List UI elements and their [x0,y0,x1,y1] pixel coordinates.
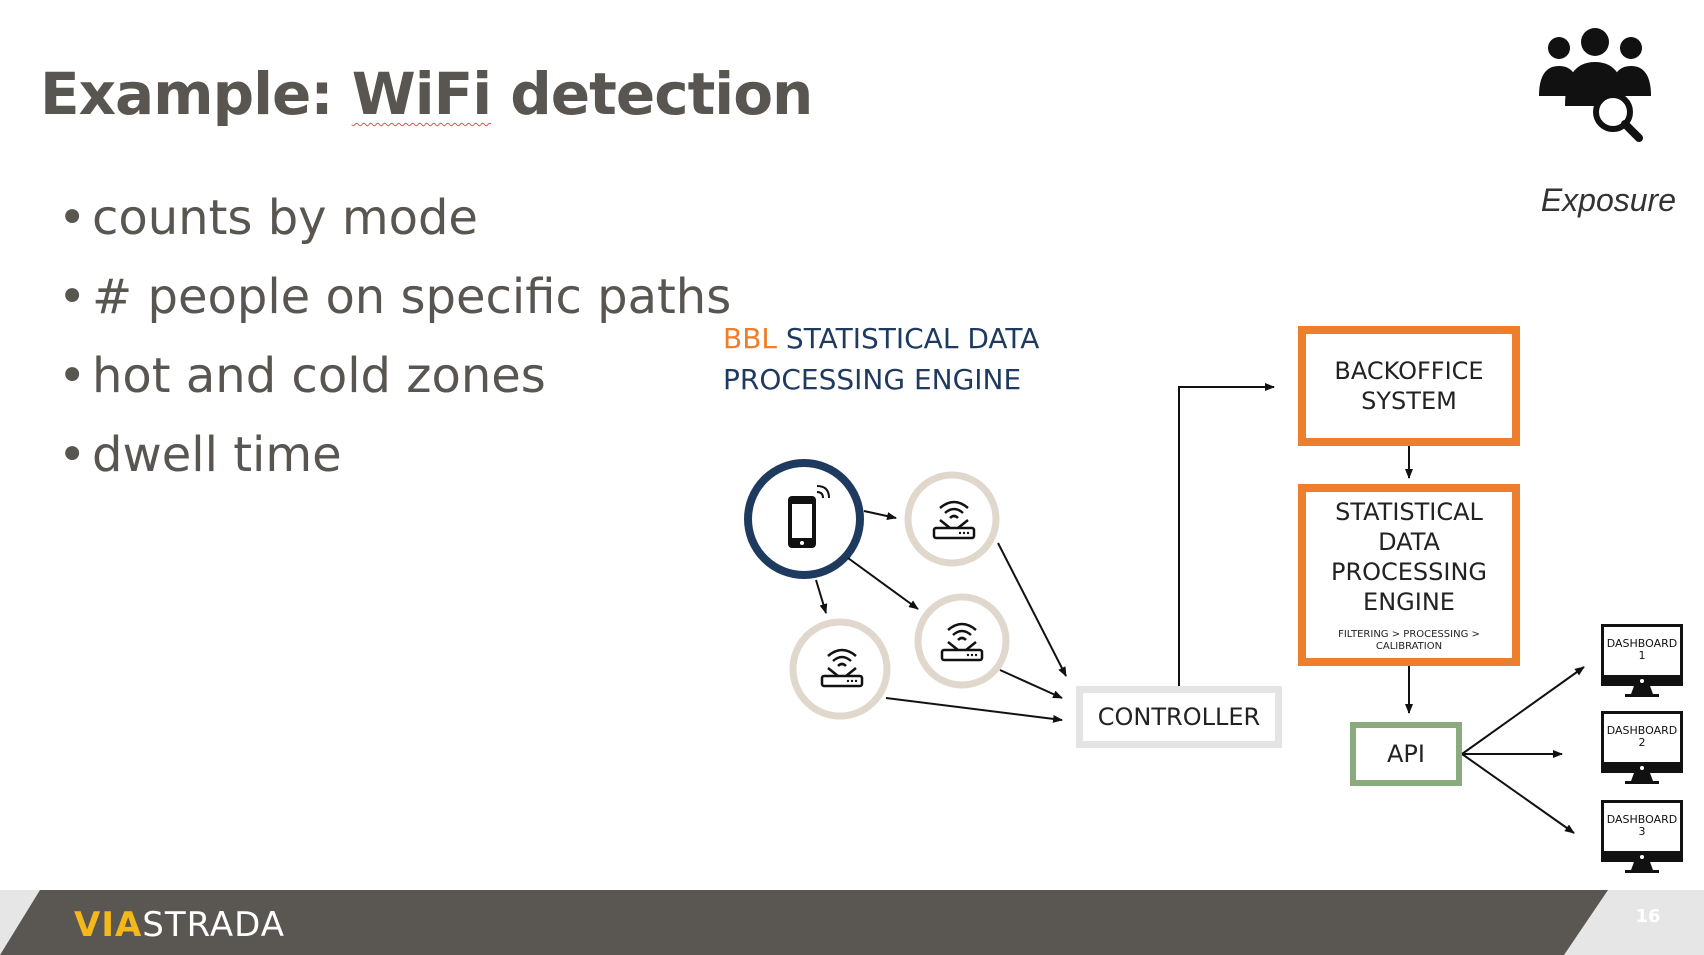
title-suffix: detection [491,60,813,128]
arrow-ap2-controller [999,669,1063,699]
controller-box: CONTROLLER [1076,686,1282,748]
arrow-phone-ap2 [847,557,919,610]
access-point-2 [914,593,1010,689]
statistical-engine-box: STATISTICAL DATA PROCESSING ENGINE FILTE… [1298,484,1520,666]
bullet-dot: • [58,269,87,325]
bullet-text: dwell time [92,427,342,483]
logo-via: VIA [74,905,143,945]
footer-bar [0,890,1704,955]
access-point-3 [789,618,891,720]
dashboard-label-text: DASHBOARD [1606,637,1678,650]
arrow-phone-ap3 [815,579,828,614]
dashboard-number: 3 [1638,825,1646,838]
stat-line: DATA [1378,528,1440,556]
stat-line: ENGINE [1363,588,1455,616]
dashboard-2-label: DASHBOARD 2 [1601,725,1683,749]
stat-subtitle: FILTERING > PROCESSING > CALIBRATION [1338,629,1480,652]
footer-accent-right [1564,890,1608,955]
bullet-text: counts by mode [92,190,478,246]
bullet-item: •# people on specific paths [58,269,731,348]
bullet-dot: • [58,190,87,246]
bullet-item: •counts by mode [58,190,731,269]
arrow-ap1-controller [997,542,1067,677]
smartphone-icon [788,485,830,548]
dashboard-label-text: DASHBOARD [1606,724,1678,737]
bullet-dot: • [58,427,87,483]
dashboard-1-label: DASHBOARD 1 [1601,638,1683,662]
footer-page-block [1608,890,1704,955]
arrow-controller-backoffice [1178,383,1275,686]
engine-title: BBL STATISTICAL DATA PROCESSING ENGINE [723,318,1039,400]
engine-title-bbl: BBL [723,322,778,355]
dashboard-number: 2 [1638,736,1646,749]
title-prefix: Example: [40,60,352,128]
backoffice-line2: SYSTEM [1361,387,1457,415]
bullet-list: •counts by mode •# people on specific pa… [58,190,731,506]
people-search-icon [1539,28,1651,142]
engine-title-line2: PROCESSING ENGINE [723,363,1022,396]
logo-strada: STRADA [142,905,285,945]
slide-title: Example: WiFi detection [40,60,813,128]
arrow-api-dashboard3 [1461,753,1575,834]
backoffice-box: BACKOFFICE SYSTEM [1298,326,1520,446]
dashboard-number: 1 [1638,649,1646,662]
backoffice-line1: BACKOFFICE [1334,357,1484,385]
stat-line: PROCESSING [1330,558,1488,586]
engine-title-line1: BBL STATISTICAL DATA [723,318,1039,359]
viastrada-logo: VIASTRADA [74,905,285,945]
exposure-label: Exposure [1540,182,1676,218]
title-wifi: WiFi [351,60,492,128]
api-box: API [1350,722,1462,786]
stat-line: STATISTICAL [1335,498,1483,526]
arrow-api-dashboard1 [1461,666,1585,755]
arrow-phone-ap1 [863,510,897,520]
arrow-ap3-controller [885,697,1063,723]
dashboard-label-text: DASHBOARD [1606,813,1678,826]
footer-accent-left [0,890,40,955]
bullet-text: hot and cold zones [92,348,546,404]
bullet-item: •dwell time [58,427,731,506]
bullet-item: •hot and cold zones [58,348,731,427]
page-number: 16 [1635,906,1661,927]
bullet-text: # people on specific paths [92,269,732,325]
phone-node [744,459,864,579]
dashboard-3-label: DASHBOARD 3 [1601,814,1683,838]
bullet-dot: • [58,348,87,404]
access-point-1 [904,471,1000,567]
engine-title-rest: STATISTICAL DATA [777,322,1040,355]
